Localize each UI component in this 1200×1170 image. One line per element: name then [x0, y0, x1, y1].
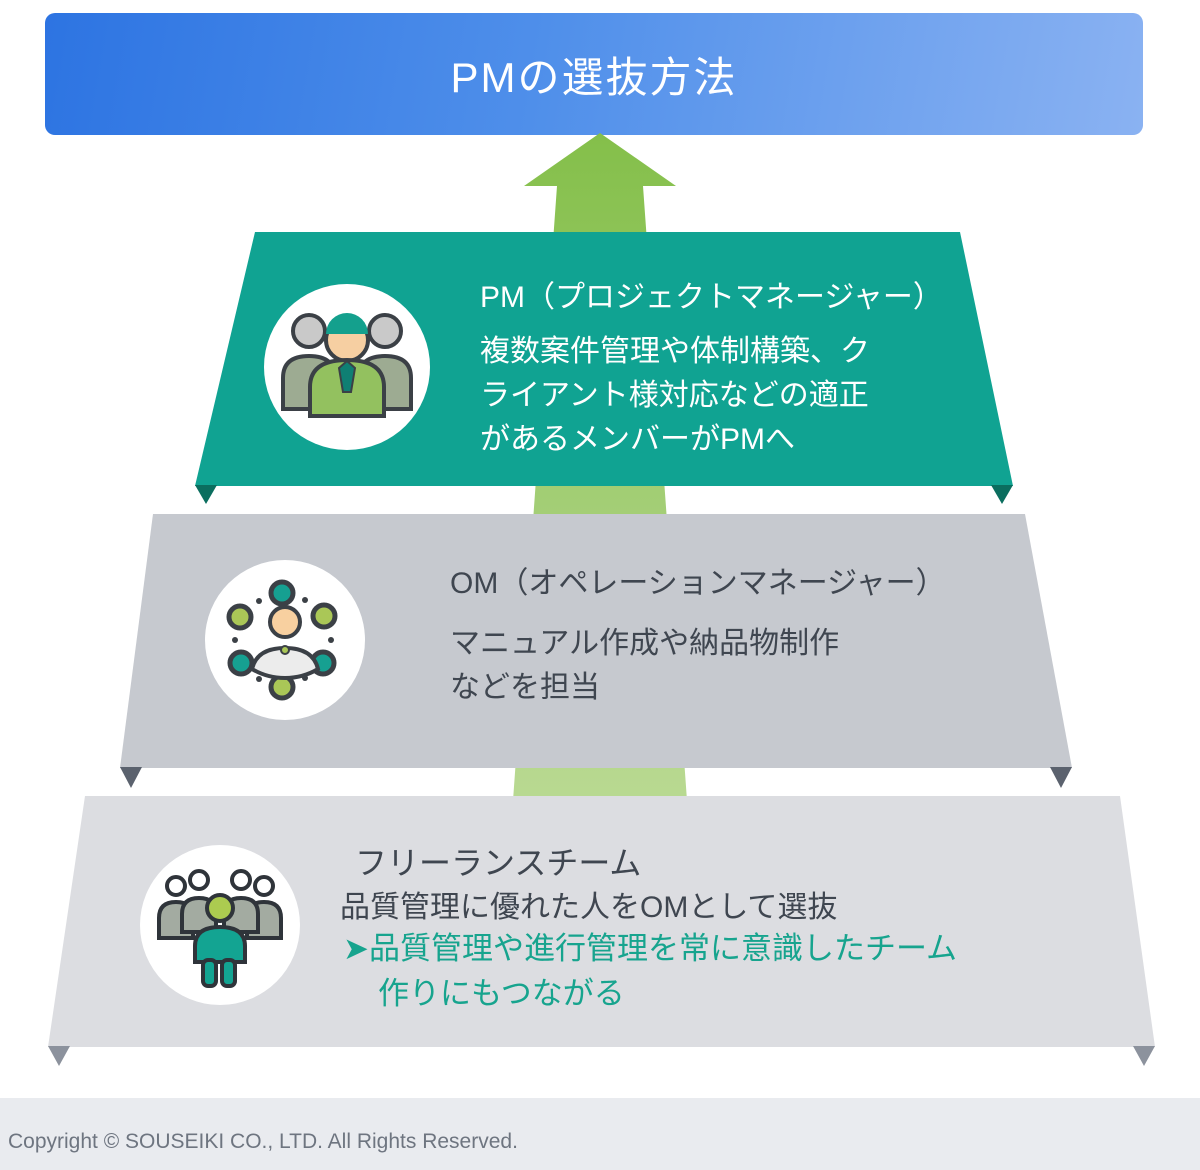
level-om-line-2: などを担当: [450, 671, 600, 704]
level-pm-description: 複数案件管理や体制構築、ク ライアント様対応などの適正 があるメンバーがPMへ: [480, 330, 870, 462]
level-team-highlight: ➤品質管理や進行管理を常に意識したチーム 作りにもつながる: [343, 926, 957, 1016]
level-team-heading: フリーランスチーム: [355, 845, 642, 881]
level-om-heading: OM（オペレーションマネージャー）: [450, 567, 946, 600]
level-om-foot-left: [120, 767, 142, 788]
level-team-highlight-line-2: 作りにもつながる: [378, 976, 625, 1011]
level-om-line-1: マニュアル作成や納品物制作: [450, 627, 840, 660]
copyright-text: Copyright © SOUSEIKI CO., LTD. All Right…: [8, 1130, 518, 1153]
pyramid-level-team: [48, 796, 1155, 1066]
pyramid-level-om: [120, 514, 1072, 788]
level-team-highlight-line-1: ➤品質管理や進行管理を常に意識したチーム: [343, 931, 958, 966]
level-om-shape: [120, 514, 1072, 768]
level-team-shape: [48, 796, 1155, 1047]
level-pm-heading: PM（プロジェクトマネージャー）: [480, 281, 943, 314]
om-network-icon: [205, 560, 365, 720]
level-om-foot-right: [1050, 767, 1072, 788]
footer-band: [0, 1098, 1200, 1170]
level-pm-foot-left: [195, 485, 217, 504]
level-team-line-1: 品質管理に優れた人をOMとして選抜: [340, 891, 838, 924]
freelance-crowd-icon: [140, 845, 300, 1005]
level-team-foot-left: [48, 1046, 70, 1066]
title-banner: PMの選抜方法: [45, 13, 1143, 135]
level-pm-foot-right: [991, 485, 1013, 504]
page-title: PMの選抜方法: [450, 53, 738, 101]
level-pm-line-2: ライアント様対応などの適正: [480, 379, 869, 412]
level-team-foot-right: [1133, 1046, 1155, 1066]
level-om-description: マニュアル作成や納品物制作 などを担当: [450, 622, 839, 710]
pm-team-icon: [264, 284, 430, 450]
level-pm-line-1: 複数案件管理や体制構築、ク: [480, 335, 870, 368]
level-pm-line-3: があるメンバーがPMへ: [480, 423, 795, 456]
